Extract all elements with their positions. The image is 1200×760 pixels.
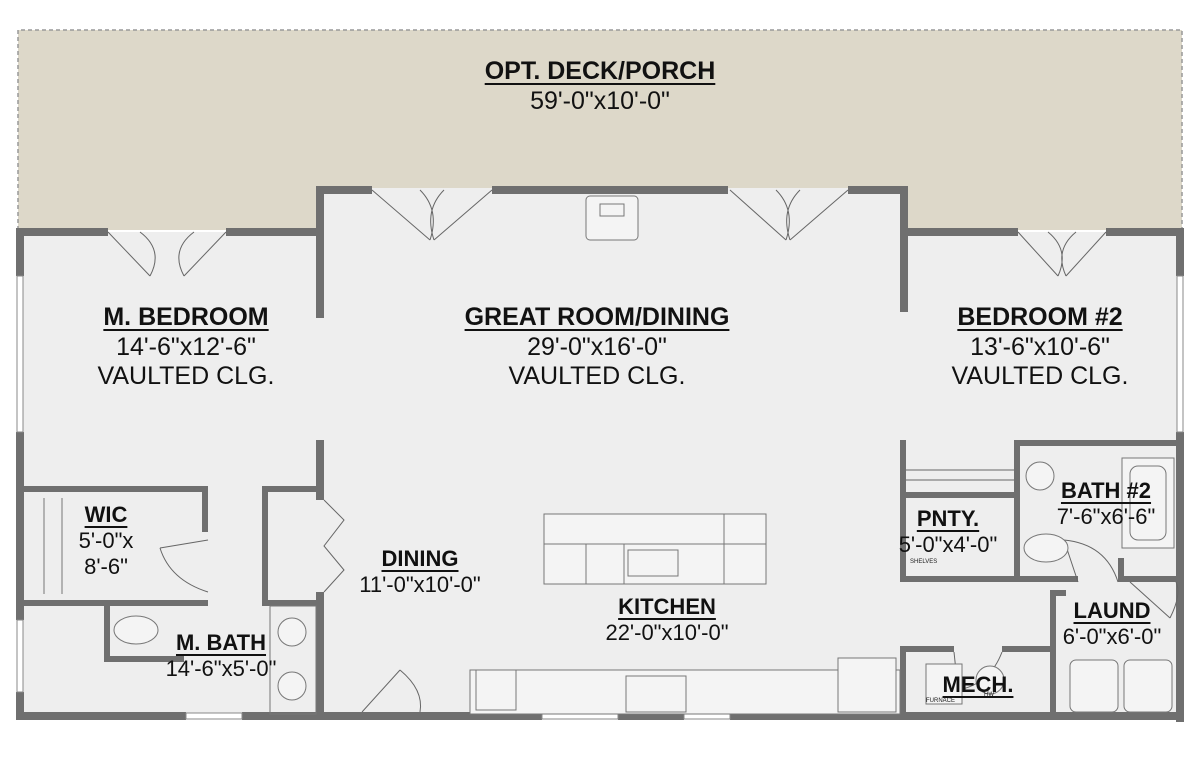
room-kitchen: KITCHEN 22'-0"x10'-0" [577, 594, 757, 646]
room-dimensions: 14'-6"x5'-0" [165, 655, 277, 681]
room-master-bedroom: M. BEDROOM 14'-6"x12'-6" VAULTED CLG. [36, 303, 336, 392]
room-dimensions: 22'-0"x10'-0" [605, 619, 729, 645]
room-ceiling-note: VAULTED CLG. [951, 362, 1129, 390]
interior-walls [22, 232, 1182, 720]
room-dimensions: 5'-0"x4'-0" [898, 531, 998, 557]
room-dimensions-line-1: 5'-0"x [78, 527, 134, 553]
room-dimensions: 7'-6"x6'-6" [1056, 503, 1156, 529]
water-heater-note: HW [984, 692, 994, 698]
room-name: KITCHEN [618, 594, 716, 619]
room-name: M. BEDROOM [103, 303, 269, 331]
room-name: PNTY. [916, 506, 980, 531]
room-ceiling-note: VAULTED CLG. [508, 362, 686, 390]
room-dimensions: 29'-0"x16'-0" [527, 332, 667, 361]
room-bedroom-2: BEDROOM #2 13'-6"x10'-6" VAULTED CLG. [890, 303, 1190, 392]
deck-outline [17, 29, 1183, 230]
room-bath-2: BATH #2 7'-6"x6'-6" [1036, 478, 1176, 530]
room-dimensions: 14'-6"x12'-6" [116, 332, 256, 361]
room-wic: WIC 5'-0"x 8'-6" [56, 502, 156, 580]
door-swings [107, 189, 1179, 713]
room-deck: OPT. DECK/PORCH 59'-0"x10'-0" [400, 57, 800, 116]
room-dimensions: 59'-0"x10'-0" [530, 86, 670, 115]
windows [16, 275, 1184, 720]
room-name: M. BATH [175, 630, 267, 655]
room-name: BATH #2 [1060, 478, 1152, 503]
room-dining: DINING 11'-0"x10'-0" [330, 546, 510, 598]
room-master-bath: M. BATH 14'-6"x5'-0" [146, 630, 296, 682]
room-mechanical: MECH. [918, 672, 1038, 698]
room-great-room: GREAT ROOM/DINING 29'-0"x16'-0" VAULTED … [400, 303, 794, 392]
room-pantry: PNTY. 5'-0"x4'-0" [878, 506, 1018, 558]
room-ceiling-note: VAULTED CLG. [97, 362, 275, 390]
room-dimensions: 6'-0"x6'-0" [1062, 623, 1162, 649]
room-name: GREAT ROOM/DINING [464, 303, 730, 331]
room-dimensions-line-2: 8'-6" [84, 553, 128, 579]
room-dimensions: 11'-0"x10'-0" [359, 571, 481, 597]
room-laundry: LAUND 6'-0"x6'-0" [1040, 598, 1184, 650]
room-name: DINING [381, 546, 459, 571]
house-floor [18, 188, 1182, 718]
shelves-note: SHELVES [910, 559, 938, 565]
room-name: MECH. [942, 672, 1014, 697]
fixtures [43, 195, 1175, 715]
room-name: OPT. DECK/PORCH [484, 57, 716, 85]
room-name: LAUND [1073, 598, 1151, 623]
room-name: BEDROOM #2 [957, 303, 1123, 331]
furnace-note: FURNACE [926, 698, 956, 704]
room-dimensions: 13'-6"x10'-6" [970, 332, 1110, 361]
room-name: WIC [84, 502, 128, 527]
